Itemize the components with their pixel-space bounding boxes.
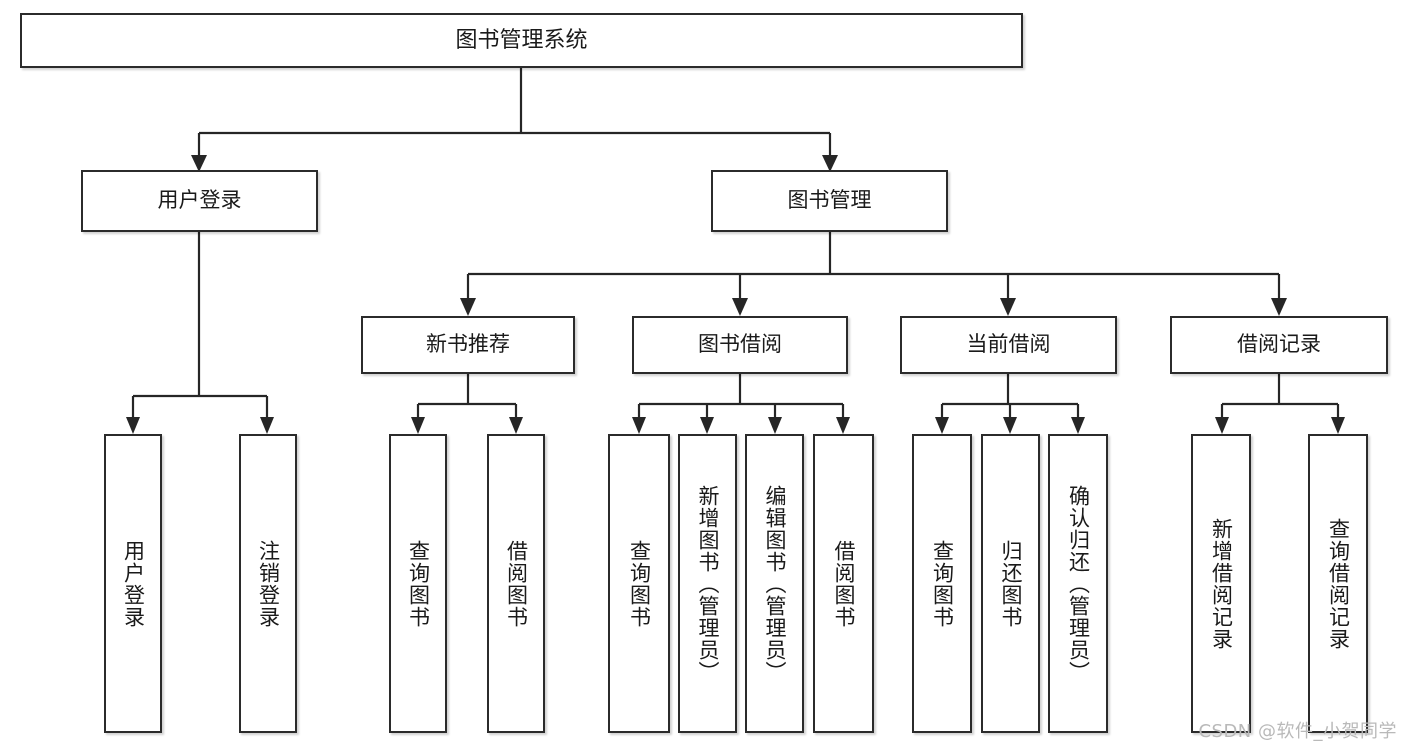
- leaf-borrow-book-2-label: 借阅图书: [832, 539, 856, 628]
- leaf-user-login-label: 用户登录: [121, 539, 146, 628]
- arrow-user-login-leaf-2: [260, 417, 274, 434]
- leaf-confirm-return[interactable]: 确认归还（管理员）: [1048, 434, 1108, 733]
- node-user-login[interactable]: 用户登录: [81, 170, 318, 232]
- leaf-user-logout[interactable]: 注销登录: [239, 434, 297, 733]
- leaf-return-book[interactable]: 归还图书: [981, 434, 1040, 733]
- arrow-bb-leaf-3: [768, 417, 782, 434]
- node-new-book-recommend-label: 新书推荐: [426, 332, 510, 357]
- leaf-edit-book-label: 编辑图书（管理员）: [763, 484, 787, 683]
- arrow-bb-leaf-1: [632, 417, 646, 434]
- node-current-borrow[interactable]: 当前借阅: [900, 316, 1117, 374]
- node-book-manage-label: 图书管理: [787, 188, 872, 213]
- leaf-query-book-1-label: 查询图书: [406, 539, 431, 628]
- node-current-borrow-label: 当前借阅: [966, 332, 1051, 357]
- arrow-bb-leaf-4: [836, 417, 850, 434]
- leaf-borrow-book-2[interactable]: 借阅图书: [813, 434, 874, 733]
- leaf-add-record-label: 新增借阅记录: [1209, 517, 1234, 650]
- leaf-edit-book[interactable]: 编辑图书（管理员）: [745, 434, 804, 733]
- node-book-borrow-label: 图书借阅: [698, 332, 782, 357]
- leaf-add-book-label: 新增图书（管理员）: [696, 484, 720, 683]
- node-borrow-record[interactable]: 借阅记录: [1170, 316, 1388, 374]
- leaf-add-record[interactable]: 新增借阅记录: [1191, 434, 1251, 733]
- arrow-cb-leaf-3: [1071, 417, 1085, 434]
- arrow-to-new-book-recommend: [460, 298, 476, 316]
- node-root[interactable]: 图书管理系统: [20, 13, 1023, 68]
- arrow-br-leaf-1: [1215, 417, 1229, 434]
- leaf-user-logout-label: 注销登录: [256, 539, 281, 628]
- leaf-return-book-label: 归还图书: [999, 539, 1023, 628]
- leaf-query-record[interactable]: 查询借阅记录: [1308, 434, 1368, 733]
- node-root-label: 图书管理系统: [455, 27, 588, 53]
- leaf-confirm-return-label: 确认归还（管理员）: [1066, 484, 1091, 683]
- arrow-user-login-leaf-1: [126, 417, 140, 434]
- arrow-nbr-leaf-1: [411, 417, 425, 434]
- leaf-query-book-3[interactable]: 查询图书: [912, 434, 972, 733]
- csdn-watermark: CSDN @软件_小贺同学: [1198, 721, 1397, 742]
- leaf-borrow-book-1-label: 借阅图书: [504, 539, 529, 628]
- node-book-borrow[interactable]: 图书借阅: [632, 316, 848, 374]
- node-borrow-record-label: 借阅记录: [1237, 332, 1321, 357]
- node-new-book-recommend[interactable]: 新书推荐: [361, 316, 575, 374]
- arrow-bb-leaf-2: [700, 417, 714, 434]
- leaf-query-book-3-label: 查询图书: [930, 539, 955, 628]
- arrow-to-current-borrow: [1000, 298, 1016, 316]
- leaf-borrow-book-1[interactable]: 借阅图书: [487, 434, 545, 733]
- leaf-query-book-2[interactable]: 查询图书: [608, 434, 670, 733]
- leaf-user-login[interactable]: 用户登录: [104, 434, 162, 733]
- arrow-cb-leaf-1: [935, 417, 949, 434]
- arrow-to-borrow-record: [1271, 298, 1287, 316]
- arrow-cb-leaf-2: [1003, 417, 1017, 434]
- node-user-login-label: 用户登录: [157, 188, 242, 213]
- leaf-query-record-label: 查询借阅记录: [1326, 517, 1351, 650]
- leaf-query-book-1[interactable]: 查询图书: [389, 434, 447, 733]
- arrow-br-leaf-2: [1331, 417, 1345, 434]
- arrow-nbr-leaf-2: [509, 417, 523, 434]
- leaf-query-book-2-label: 查询图书: [627, 539, 652, 628]
- leaf-add-book[interactable]: 新增图书（管理员）: [678, 434, 737, 733]
- node-book-manage[interactable]: 图书管理: [711, 170, 948, 232]
- arrow-to-book-borrow: [732, 298, 748, 316]
